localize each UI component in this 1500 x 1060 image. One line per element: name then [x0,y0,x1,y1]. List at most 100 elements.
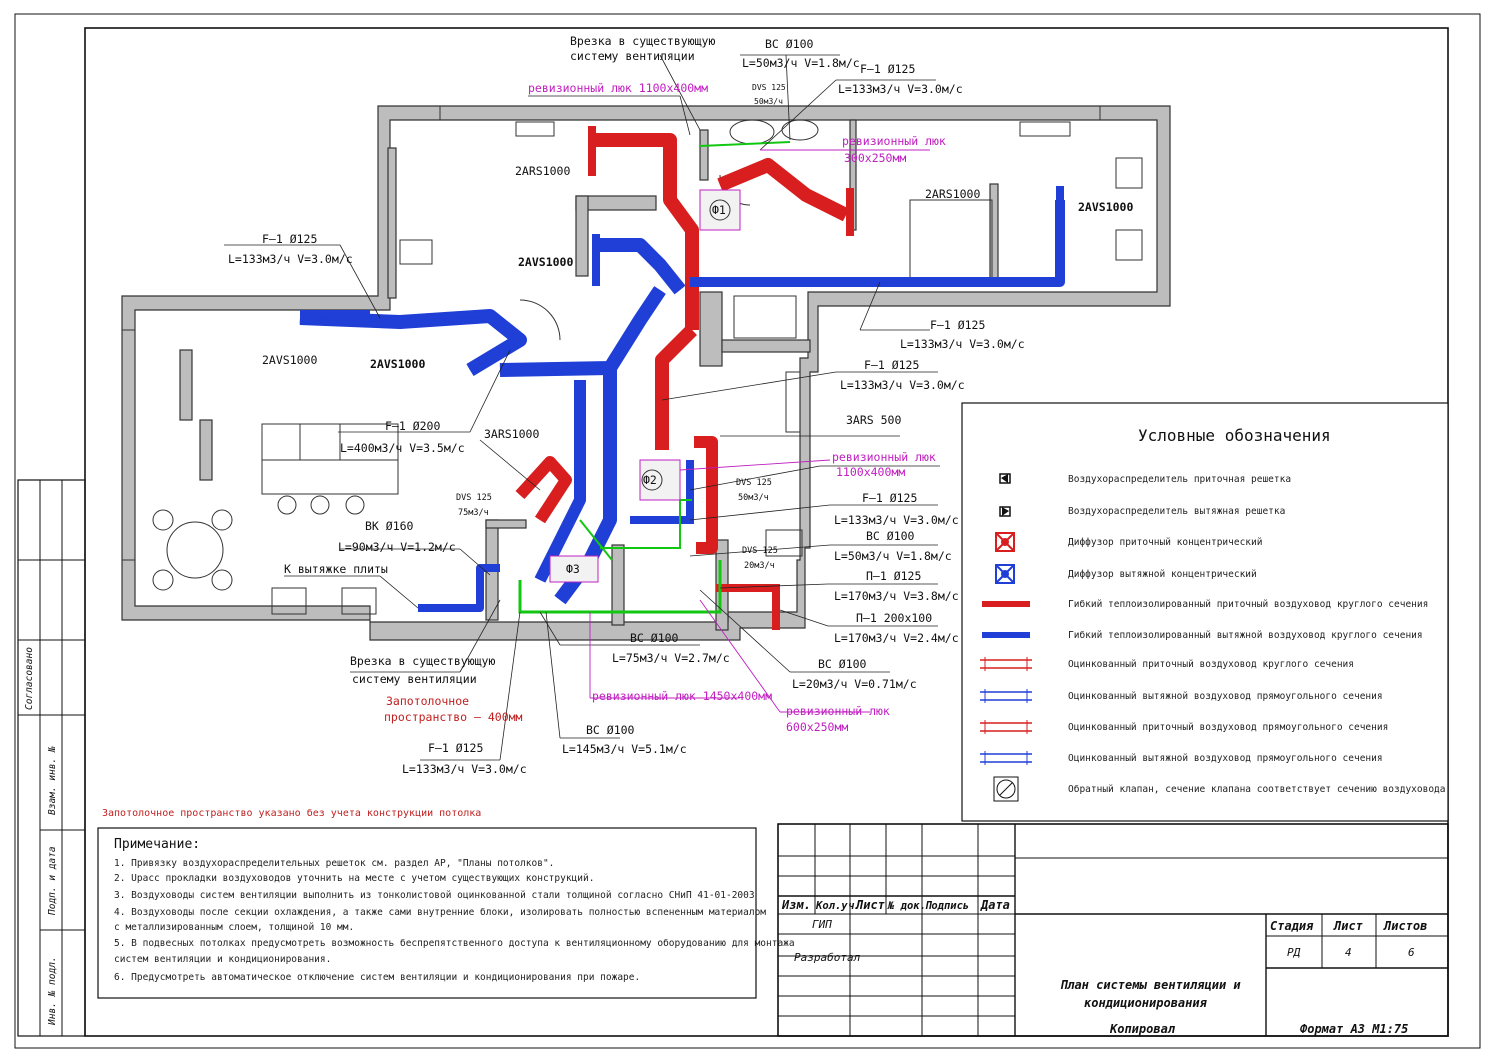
label-vk160-flow: L=90м3/ч V=1.2м/с [338,540,456,554]
outer-walls [121,105,1171,641]
supply-grille-right [846,188,854,236]
phi3-label: Ф3 [566,562,580,576]
label-vrezka-bottom-1: Врезка в существующую [350,654,495,668]
tb-header-6: Дата [980,898,1010,912]
tb-copied: Копировал [1109,1022,1176,1036]
side-label-3: Инв. № подл. [47,956,58,1026]
label-revizion-1450: ревизионный люк 1450х400мм [592,689,772,703]
label-f1-top-right-flow: L=133м3/ч V=3.0м/с [838,82,963,96]
legend-item-1: Воздухораспределитель приточная решетка [1068,474,1291,485]
red-note: Запотолочное пространство указано без уч… [102,807,481,819]
label-dvs-e-1: DVS 125 [742,546,778,556]
label-revizion-1100-2: 1100х400мм [836,465,905,479]
label-vc100-low-flow: L=145м3/ч V=5.1м/с [562,742,687,756]
label-ars-left: 2ARS1000 [515,164,570,178]
label-ars-center: 3ARS1000 [484,427,539,441]
label-vk160: ВК Ø160 [365,519,414,533]
label-p1-200: П–1 200х100 [856,611,932,625]
label-ars-right: 2ARS1000 [925,187,980,201]
legend-item-11: Обратный клапан, сечение клапана соответ… [1068,784,1446,795]
note-line-3: 3. Воздуховоды систем вентиляции выполни… [114,890,755,901]
exhaust-diffuser-icon [995,564,1015,584]
label-dvs-mid-1: DVS 125 [736,478,772,488]
annotations: Врезка в существующую систему вентиляции… [102,34,1133,819]
label-p1-200-flow: L=170м3/ч V=2.4м/с [834,631,959,645]
unit-phi3 [549,555,599,583]
legend-item-6: Гибкий теплоизолированный вытяжной возду… [1068,630,1423,641]
label-vc100-bottom-flow: L=75м3/ч V=2.7м/с [612,651,730,665]
unit-phi1 [699,189,741,231]
label-f1-left: F–1 Ø125 [262,232,317,246]
label-vrezka-top-1: Врезка в существующую [570,34,715,48]
label-revizion-300-2: 300х250мм [844,151,906,165]
label-f1-left-flow: L=133м3/ч V=3.0м/с [228,252,353,266]
label-zapotolochnoe-2: пространство – 400мм [384,710,523,724]
label-f1-center-flow: L=133м3/ч V=3.0м/с [840,378,965,392]
title-block [777,823,1449,1037]
label-p1-125: П–1 Ø125 [866,569,921,583]
side-label-1: Взам. инв. № [47,746,58,815]
legend-item-5: Гибкий теплоизолированный приточный возд… [1068,599,1428,610]
exhaust-rect-duct-icon [980,689,1032,703]
label-vrezka-top-2: систему вентиляции [570,49,695,63]
label-f1-e: F–1 Ø125 [862,491,917,505]
label-vc100-e: ВС Ø100 [866,529,915,543]
note-line-8: 6. Предусмотреть автоматическое отключен… [114,972,640,983]
tb-title-2: кондиционирования [1084,996,1208,1010]
label-f1-200: F–1 Ø200 [385,419,440,433]
label-avs-center: 2AVS1000 [518,255,573,269]
exhaust-grille-left [592,234,600,286]
label-revizion-top: ревизионный люк 1100х400мм [528,81,708,95]
unit-phi2 [639,459,681,501]
title-block-text: Изм. Кол.уч. Лист № док. Подпись Дата ГИ… [781,898,1427,1036]
legend-item-3: Диффузор приточный концентрический [1068,537,1262,548]
label-f1-mid-right: F–1 Ø125 [930,318,985,332]
label-dvs-top-1: DVS 125 [752,83,786,92]
label-f1-mid-right-flow: L=133м3/ч V=3.0м/с [900,337,1025,351]
note-line-7: систем вентиляции и кондиционирования. [114,954,331,965]
label-f1-center: F–1 Ø125 [864,358,919,372]
label-dvs-left-1: DVS 125 [456,493,492,503]
label-zapotolochnoe-1: Запотолочное [386,694,469,708]
phi1-label: Ф1 [712,203,726,217]
note-line-2: 2. Uрасс прокладки воздуховодов уточнить… [114,873,594,884]
tb-sheets-v: 6 [1408,946,1415,959]
label-revizion-600-1: ревизионный люк [786,704,890,718]
label-ars500: 3ARS 500 [846,413,901,427]
label-f1-bottom-flow: L=133м3/ч V=3.0м/с [402,762,527,776]
label-dvs-e-2: 20м3/ч [744,561,775,571]
label-vc100-top-flow: L=50м3/ч V=1.8м/с [742,56,860,70]
label-vc100-top: ВС Ø100 [765,37,814,51]
tb-format: Формат А3 М1:75 [1300,1022,1408,1036]
tb-row-razrabotal: Разработал [794,951,861,964]
label-dvs-top-2: 50м3/ч [754,97,783,106]
exhaust-flex-duct-icon [982,632,1030,638]
legend-title: Условные обозначения [1138,426,1331,445]
phi2-label: Ф2 [643,473,657,487]
tb-stage-v: РД [1287,946,1301,959]
exhaust-grille-west [300,310,370,318]
legend-item-9: Оцинкованный приточный воздуховод прямоу… [1068,722,1388,733]
outer-frame [14,13,1481,1049]
label-vc100-br-flow: L=20м3/ч V=0.71м/с [792,677,917,691]
note-line-4: 4. Воздуховоды после секции охлаждения, … [114,907,766,918]
note-line-6: 5. В подвесных потолках предусмотреть во… [114,938,795,949]
legend: Условные обозначения [961,402,1449,822]
tb-stage-h: Стадия [1270,919,1314,933]
label-vc100-e-flow: L=50м3/ч V=1.8м/с [834,549,952,563]
tb-header-2: Кол.уч. [815,900,860,912]
label-k-vytyazhke: К вытяжке плиты [284,562,388,576]
label-avs-left2: 2AVS1000 [370,357,425,371]
green-ducts [518,141,791,614]
label-f1-bottom: F–1 Ø125 [428,741,483,755]
supply-round-duct-icon [980,657,1032,671]
side-stamp: Согласовано Взам. инв. № Подп. и дата Ин… [17,479,86,1037]
fan-valve-icon [993,776,1019,802]
supply-flex-duct-icon [982,601,1030,607]
tb-header-3: Лист [855,898,885,912]
tb-sheets-h: Листов [1383,919,1427,933]
tb-header-4: № док. [887,900,926,912]
side-agreed: Согласовано [24,647,35,710]
exhaust-duct-east [690,200,1065,287]
